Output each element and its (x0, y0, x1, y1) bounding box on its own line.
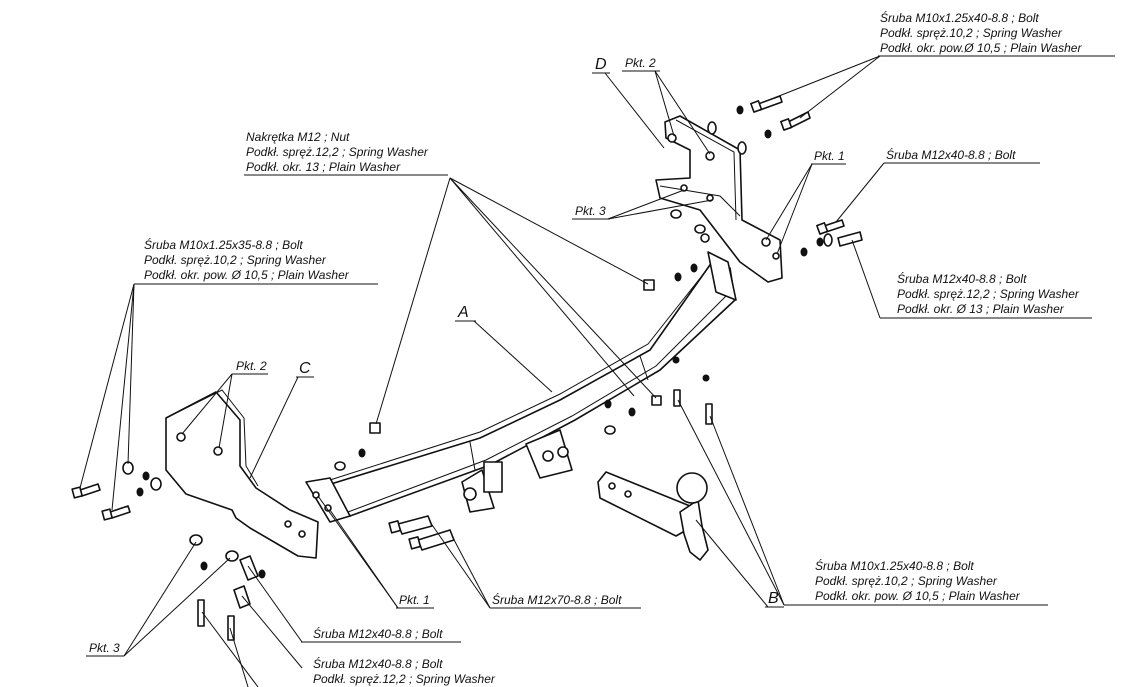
pkt2-c-label: Pkt. 2 (236, 359, 267, 373)
bracket-d (655, 115, 783, 283)
bracket-c (165, 389, 319, 559)
note-line: Podkł. okr. pow. Ø 10,5 ; Plain Washer (815, 589, 1021, 603)
note-line: Śruba M10x1.25x35-8.8 ; Bolt (144, 237, 303, 252)
note-line: Śruba M12x40-8.8 ; Bolt (313, 656, 443, 671)
note-line: Podkł. spręż.10,2 ; Spring Washer (815, 574, 998, 588)
note-right-bolt-set: Śruba M12x40-8.8 ; Bolt Podkł. spręż.12,… (880, 271, 1092, 319)
pkt1-c-label: Pkt. 1 (399, 593, 430, 607)
note-left-set: Śruba M10x1.25x35-8.8 ; Bolt Podkł. sprę… (134, 237, 378, 285)
note-top-right: Śruba M10x1.25x40-8.8 ; Bolt Podkł. sprę… (878, 10, 1115, 57)
note-line: Podkł. spręż.12,2 ; Spring Washer (246, 145, 429, 159)
note-m12x40-bottom: Śruba M12x40-8.8 ; Bolt (301, 626, 461, 643)
note-line: Śruba M10x1.25x40-8.8 ; Bolt (880, 10, 1039, 25)
part-b-label: B (768, 590, 779, 607)
note-line: Podkł. okr. Ø 13 ; Plain Washer (897, 302, 1065, 316)
tow-ball-b (597, 471, 709, 561)
part-d-label: D (595, 56, 607, 73)
note-line: Podkł. okr. 13 ; Plain Washer (246, 160, 401, 174)
pkt3-c-label: Pkt. 3 (89, 641, 120, 655)
note-line: Nakrętka M12 ; Nut (246, 130, 350, 144)
note-m12x40-set-bottom: Śruba M12x40-8.8 ; Bolt Podkł. spręż.12,… (313, 656, 496, 686)
pkt2-d-label: Pkt. 2 (625, 56, 656, 70)
note-line: Śruba M12x40-8.8 ; Bolt (897, 271, 1027, 286)
note-line: Podkł. spręż.10,2 ; Spring Washer (144, 253, 327, 267)
note-bottom-right: Śruba M10x1.25x40-8.8 ; Bolt Podkł. sprę… (784, 558, 1048, 606)
note-line: Podkł. spręż.12,2 ; Spring Washer (897, 287, 1080, 301)
note-line: Podkł. okr. pow. Ø 10,5 ; Plain Washer (144, 268, 350, 282)
pkt3-d-label: Pkt. 3 (575, 204, 606, 218)
cross-bar-a (305, 233, 737, 523)
leader-lines (79, 55, 885, 687)
note-line: Śruba M12x70-8.8 ; Bolt (492, 592, 622, 607)
note-line: Podkł. okr. pow.Ø 10,5 ; Plain Washer (880, 41, 1082, 55)
note-m12x70: Śruba M12x70-8.8 ; Bolt (490, 592, 641, 609)
note-line: Podkł. spręż.10,2 ; Spring Washer (880, 26, 1063, 40)
part-c-label: C (299, 360, 311, 377)
note-line: Podkł. spręż.12,2 ; Spring Washer (313, 672, 496, 686)
note-line: Śruba M12x40-8.8 ; Bolt (313, 626, 443, 641)
note-line: Śruba M10x1.25x40-8.8 ; Bolt (815, 558, 974, 573)
note-line: Śruba M12x40-8.8 ; Bolt (886, 147, 1016, 162)
note-nut: Nakrętka M12 ; Nut Podkł. spręż.12,2 ; S… (244, 130, 448, 176)
fasteners (71, 95, 863, 641)
part-a-label: A (457, 304, 469, 321)
pkt1-d-label: Pkt. 1 (814, 149, 845, 163)
note-right-bolt: Śruba M12x40-8.8 ; Bolt (884, 147, 1040, 164)
